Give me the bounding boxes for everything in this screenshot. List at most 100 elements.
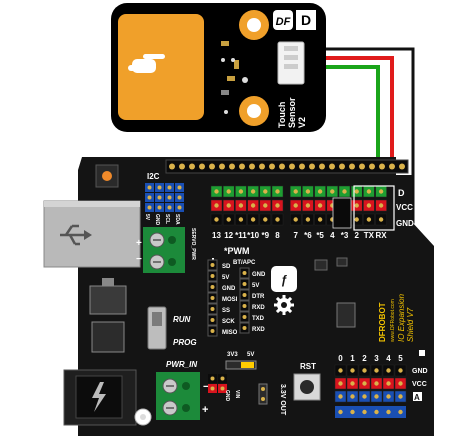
digital-pin-label: 7 <box>293 231 298 240</box>
analog-pin <box>386 368 391 373</box>
spi-pin <box>210 263 215 267</box>
analog-pin <box>386 409 391 415</box>
product-line2: Shield V7 <box>406 307 415 342</box>
top-socket-pin <box>339 163 345 170</box>
touch-pad[interactable] <box>118 14 204 120</box>
analog-pin <box>398 381 403 386</box>
i2c-pin-label: 5V <box>144 214 150 221</box>
spi-pin <box>210 318 215 322</box>
i2c-pin-label: SDA <box>174 214 180 225</box>
i2c-pin <box>177 195 182 200</box>
digital-pin-label: *11 <box>235 231 247 240</box>
out-header <box>258 383 268 405</box>
svg-text:Touch: Touch <box>277 102 287 128</box>
bt-pin <box>242 282 247 286</box>
chip-3 <box>336 257 348 267</box>
digital-pin <box>263 217 268 222</box>
analog-pin <box>398 394 403 399</box>
top-socket-pin <box>309 163 315 170</box>
digital-pin <box>275 203 280 208</box>
i2c-header <box>145 183 184 212</box>
top-socket-pin <box>179 163 185 170</box>
row-label-vcc: VCC <box>396 203 413 212</box>
analog-pin <box>338 381 343 386</box>
df-logo-text: DF <box>276 16 291 28</box>
hand-pointer-icon <box>128 54 165 73</box>
bt-pin <box>242 315 247 319</box>
digital-pin-label: *3 <box>341 231 349 240</box>
top-socket-pin <box>269 163 275 170</box>
digital-pin <box>263 189 268 194</box>
analog-pin <box>338 394 343 399</box>
top-socket-pin <box>259 163 265 170</box>
analog-pin <box>362 394 367 399</box>
digital-pin <box>354 203 359 208</box>
digital-pin <box>317 217 323 222</box>
usb-port <box>43 200 141 268</box>
spi-header <box>207 259 218 337</box>
analog-pin <box>374 381 379 386</box>
aux-gnd-label: GND <box>224 390 230 402</box>
top-socket-pin <box>349 163 355 170</box>
out-label: 3.3V OUT <box>279 384 286 416</box>
rst-label: RST <box>300 362 316 371</box>
row-label-gnd: GND <box>396 219 414 228</box>
top-socket-pin <box>229 163 235 170</box>
capacitor <box>91 321 125 353</box>
analog-row-signal: A <box>414 393 420 402</box>
bt-pin-label: DTR <box>252 294 265 300</box>
analog-bottom-strip <box>335 406 406 418</box>
i2c-pin-label: GND <box>154 214 160 226</box>
sensor-connector <box>277 41 305 85</box>
signal-letter: D <box>301 12 311 28</box>
aux-pin <box>220 376 225 381</box>
brand-name: DFROBOT <box>378 302 387 342</box>
svg-text:ƒ: ƒ <box>281 273 288 287</box>
bt-pin <box>242 326 247 330</box>
digital-pin <box>342 189 347 194</box>
digital-pin <box>293 217 298 222</box>
top-socket-pin <box>209 163 215 170</box>
spi-pin-label: GND <box>222 286 236 292</box>
bt-apc-header <box>239 267 250 334</box>
row-label-signal: D <box>398 188 405 198</box>
spi-pin <box>210 329 215 333</box>
i2c-pin <box>147 185 152 190</box>
digital-pin-label: 4 <box>330 231 335 240</box>
bt-pin <box>242 304 247 308</box>
top-socket-pin <box>329 163 335 170</box>
top-socket-pin <box>359 163 365 170</box>
i2c-pin <box>147 205 152 210</box>
analog-pin <box>362 409 367 415</box>
digital-pin-label: RX <box>376 231 388 240</box>
signal-letter-badge <box>296 10 316 30</box>
analog-pin <box>350 409 355 415</box>
digital-pin <box>214 203 219 208</box>
analog-pin <box>386 381 391 386</box>
run-label: RUN <box>173 315 191 324</box>
bt-pin <box>242 271 247 275</box>
top-socket-pin <box>299 163 305 170</box>
i2c-pin <box>167 185 172 190</box>
spi-pin <box>210 285 215 289</box>
analog-pin <box>338 368 343 373</box>
brand-url: www.DFRobot.com <box>390 299 396 342</box>
analog-pin <box>350 394 355 399</box>
analog-pin <box>386 394 391 399</box>
lightning-icon <box>92 382 106 412</box>
wire-highlight-box <box>353 185 395 231</box>
top-socket-pin <box>379 163 385 170</box>
analog-pin-label: 5 <box>398 354 403 363</box>
bt-pin-label: TXD <box>252 316 265 322</box>
digital-pin <box>305 189 311 194</box>
digital-pin <box>226 203 231 208</box>
top-socket-strip <box>165 159 409 174</box>
analog-pin <box>350 381 355 386</box>
digital-pin <box>317 203 323 208</box>
servo-minus-sign: − <box>136 254 142 265</box>
bt-pin-label: GND <box>252 272 266 278</box>
digital-pin <box>250 217 256 222</box>
